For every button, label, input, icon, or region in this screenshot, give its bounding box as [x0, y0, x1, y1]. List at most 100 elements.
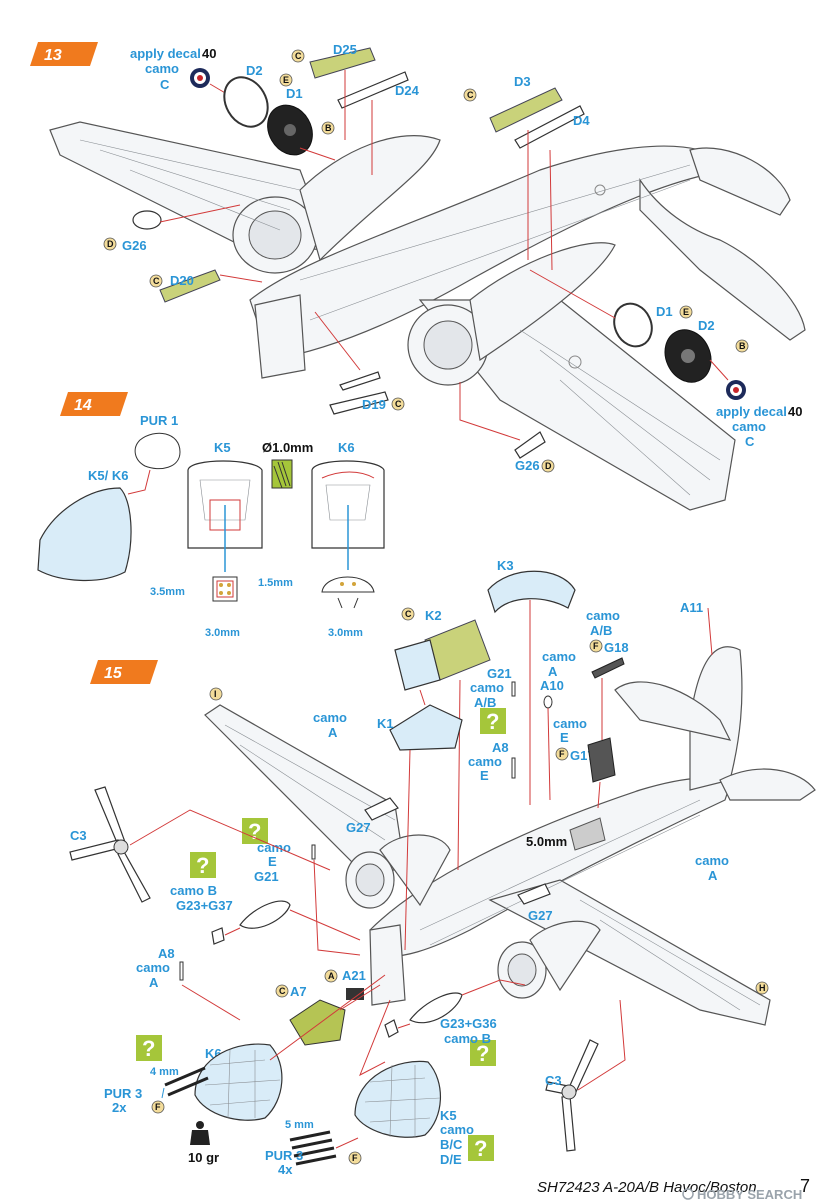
paint-question-box-3: [190, 852, 216, 878]
clear-part-K1: [389, 704, 463, 751]
svg-text:I: I: [214, 689, 217, 699]
part-A10-label: A10: [540, 678, 564, 693]
paint-question-box-1: [480, 708, 506, 734]
propeller-C3-right: [545, 1039, 599, 1152]
part-G23G37-label: G23+G37: [176, 898, 233, 913]
part-D1-right-label: D1: [656, 304, 673, 319]
part-D2-label: D2: [246, 63, 263, 78]
tire-D2-top: [223, 76, 269, 128]
part-K5K6-label: K5/ K6: [88, 468, 128, 483]
svg-text:E: E: [683, 307, 689, 317]
part-PUR3-b-label: PUR 3: [265, 1148, 303, 1163]
dim-3-5mm: 3.5mm: [150, 586, 185, 598]
camo-e-3-code: E: [268, 854, 277, 869]
aircraft-step15: [204, 646, 816, 1026]
part-D24: [337, 71, 409, 109]
camo-a-2-code: A: [708, 868, 718, 883]
svg-text:?: ?: [248, 819, 261, 844]
part-G17: [587, 737, 616, 783]
part-D4-label: D4: [573, 113, 590, 128]
svg-text:B: B: [739, 341, 746, 351]
dim-5mm-b: 5 mm: [285, 1119, 314, 1131]
part-PUR3-label: PUR 3: [104, 1086, 142, 1101]
svg-text:C: C: [279, 986, 286, 996]
part-A8-top-label: A8: [492, 740, 509, 755]
svg-text:H: H: [759, 983, 766, 993]
decal-right-number: 40: [788, 404, 802, 419]
decal-right-camo-code: C: [745, 434, 755, 449]
watermark: HOBBY SEARCH: [682, 1187, 802, 1200]
part-small-left: [211, 927, 225, 945]
camo-ab-1: camo: [586, 608, 620, 623]
drill-size-label: Ø1.0mm: [262, 440, 313, 455]
paint-question-box-5: [470, 1040, 496, 1066]
part-A8-label: A8: [158, 946, 175, 961]
clear-part-K6: [194, 1043, 283, 1121]
step-15: 15 K3 K2 K1 A11: [69, 558, 816, 1177]
camo-de-code: D/E: [440, 1152, 462, 1167]
part-G26-label: G26: [122, 238, 147, 253]
part-G26-left: [132, 210, 162, 230]
part-G18: [591, 657, 625, 679]
part-G27-left-label: G27: [346, 820, 371, 835]
roundel-decal-right: [726, 380, 746, 400]
svg-text:C: C: [153, 276, 160, 286]
clear-part-K5: [354, 1060, 441, 1138]
svg-text:E: E: [283, 75, 289, 85]
svg-text:D: D: [107, 239, 114, 249]
weight-icon: [190, 1121, 210, 1145]
camo-ab-2: camo: [470, 680, 504, 695]
camo-a-4-code: A: [149, 975, 159, 990]
dim-4mm: 4 mm: [150, 1066, 179, 1078]
roundel-decal-top: [190, 68, 210, 88]
part-A11-label: A11: [680, 600, 703, 615]
aircraft-step13: [49, 121, 806, 511]
part-G23G37: [239, 900, 291, 929]
part-G27-right-label: G27: [528, 908, 553, 923]
step-14-number: 14: [74, 397, 92, 414]
part-D20-label: D20: [170, 273, 194, 288]
step-14: 14 PUR 1 K5/ K6 K5 3.5mm 1.5mm 3.0mm Ø1.…: [37, 392, 385, 639]
svg-text:?: ?: [486, 709, 499, 734]
part-PUR1-label: PUR 1: [140, 413, 178, 428]
svg-text:A: A: [328, 971, 335, 981]
propeller-C3-left: [69, 786, 151, 903]
svg-text:F: F: [559, 749, 565, 759]
svg-text:F: F: [352, 1153, 358, 1163]
part-A21-label: A21: [342, 968, 366, 983]
part-G26-right: [514, 431, 546, 459]
part-K5-frame: [187, 460, 263, 549]
footer-kit-code: SH72423 A-20A/B Havoc/Boston: [537, 1179, 757, 1196]
part-K6-label: K6: [338, 440, 355, 455]
camo-e-3: camo: [257, 840, 291, 855]
part-D19: [329, 391, 389, 415]
part-A7: [289, 999, 346, 1046]
part-PUR3-b-qty: 4x: [278, 1162, 293, 1177]
step-15-number: 15: [104, 665, 123, 682]
camo-e-2: camo: [553, 716, 587, 731]
weight-label: 10 gr: [188, 1150, 219, 1165]
letter-tags-15: C F F I A C F F H: [151, 607, 769, 1165]
decal-camo-code: C: [160, 77, 170, 92]
clear-part-K3: [487, 570, 576, 614]
camo-ab-1-code: A/B: [590, 623, 612, 638]
decal-camo-label: camo: [145, 61, 179, 76]
part-D19b: [339, 371, 381, 391]
part-K1-label: K1: [377, 716, 394, 731]
step-13: 13 apply decal 4: [30, 42, 806, 511]
clear-part-K2b: [394, 639, 441, 691]
part-D4: [514, 105, 585, 149]
decal-right-apply: apply decal: [716, 404, 787, 419]
watermark-logo-icon: [682, 1188, 694, 1200]
camo-a-1-code: A: [548, 664, 558, 679]
part-D24-label: D24: [395, 83, 420, 98]
page-number: 7: [800, 1176, 810, 1196]
paint-question-box-6: [468, 1135, 494, 1161]
paint-question-box-4: [136, 1035, 162, 1061]
part-G26-right-label: G26: [515, 458, 540, 473]
part-A10: [543, 695, 553, 709]
part-G27-left: [364, 797, 399, 821]
camo-bc: camo: [440, 1122, 474, 1137]
camo-bc-code: B/C: [440, 1137, 463, 1152]
